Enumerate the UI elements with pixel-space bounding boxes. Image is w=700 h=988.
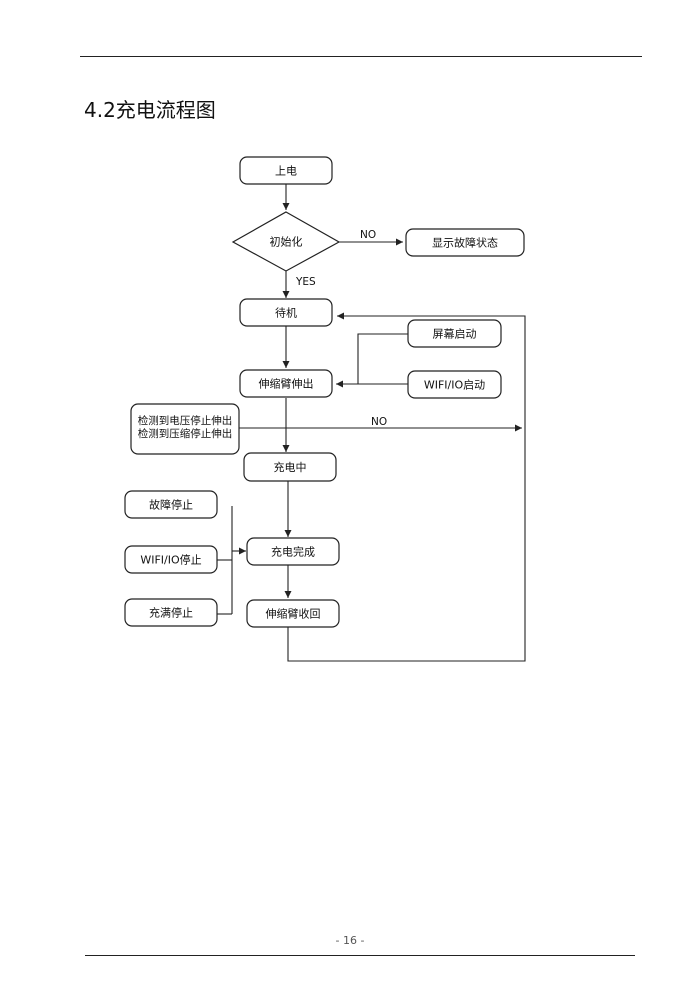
section-title: 4.2充电流程图 (84, 98, 216, 122)
page-number: - 16 - (335, 934, 365, 947)
connector-screen-start (357, 333, 408, 384)
header-rule (80, 56, 642, 57)
init-label: 初始化 (270, 235, 303, 249)
charge-complete-label: 充电完成 (271, 545, 315, 559)
detect-stop-line1: 检测到电压停止伸出 (138, 414, 233, 427)
node-charging: 充电中 (243, 452, 337, 482)
wifi-io-stop-label: WIFI/IO停止 (140, 553, 201, 567)
standby-label: 待机 (275, 306, 297, 320)
footer-rule (85, 955, 635, 956)
node-wifi-io-start: WIFI/IO启动 (407, 370, 502, 399)
screen-start-label: 屏幕启动 (433, 327, 477, 341)
node-full-stop: 充满停止 (124, 598, 218, 627)
init-yes-label: YES (295, 276, 316, 288)
node-standby: 待机 (239, 298, 333, 327)
arrow-return-to-standby (287, 312, 526, 662)
init-no-label: NO (360, 229, 376, 241)
detect-stop-line2: 检测到压缩停止伸出 (138, 427, 233, 440)
node-detect-stop: 检测到电压停止伸出 检测到压缩停止伸出 (130, 403, 240, 455)
arm-retract-label: 伸缩臂收回 (266, 607, 321, 621)
node-power-on: 上电 (239, 156, 333, 185)
node-init-decision: 初始化 (231, 211, 341, 272)
node-fault-stop: 故障停止 (124, 490, 218, 519)
node-fault-display: 显示故障状态 (405, 228, 525, 257)
fault-stop-label: 故障停止 (149, 498, 193, 512)
fault-display-label: 显示故障状态 (432, 236, 498, 250)
charging-label: 充电中 (274, 460, 307, 474)
node-screen-start: 屏幕启动 (407, 319, 502, 348)
arm-extend-label: 伸缩臂伸出 (259, 377, 314, 391)
full-stop-label: 充满停止 (149, 606, 193, 620)
node-arm-retract: 伸缩臂收回 (246, 599, 340, 628)
node-wifi-io-stop: WIFI/IO停止 (124, 545, 218, 574)
flow-connectors (216, 184, 526, 662)
node-charge-complete: 充电完成 (246, 537, 340, 566)
node-arm-extend: 伸缩臂伸出 (239, 369, 333, 398)
wifi-io-start-label: WIFI/IO启动 (424, 379, 485, 392)
detect-no-label: NO (371, 416, 387, 428)
power-on-label: 上电 (275, 165, 297, 178)
